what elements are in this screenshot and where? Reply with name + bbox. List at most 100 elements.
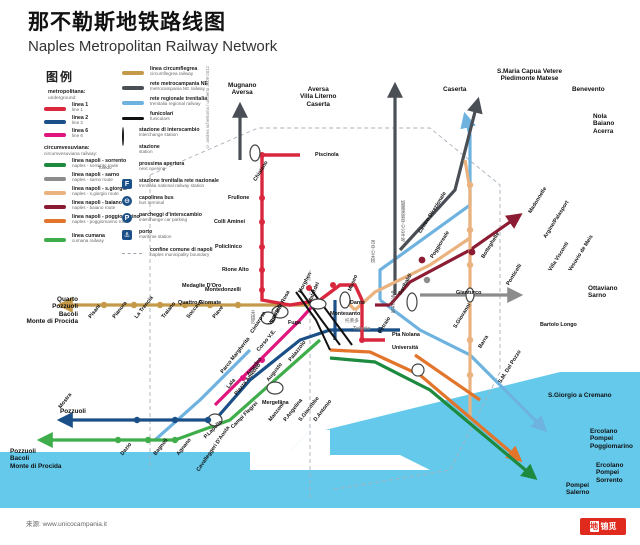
port-icon: ⚓ [122,230,132,240]
source-text: 来源: www.unicocampania.it [26,521,107,528]
legend-item-car-parking[interactable]: P parcheggi d'interscambio interchange c… [122,212,202,224]
station-medaglie-doro: Medaglie D'Oro [182,283,222,289]
station-rione-alto: Rione Alto [222,267,249,273]
station-bartolo-longo: Bartolo Longo [540,322,577,328]
train-station-icon: F [122,179,133,190]
station-colli-aminei: Colli Aminei [214,219,245,225]
station-fuga: Fuga [288,320,301,326]
cumana-swatch [44,238,66,242]
legend-title: 图例 [46,70,75,84]
terminal-mugnano: Mugnano Aversa [228,82,257,97]
line-1-swatch [44,107,66,111]
station-gianturco: Gianturco [456,290,482,296]
terminal-ercolano-poggiomarino: Ercolano Pompei Poggiomarino [590,428,633,450]
terminal-quarto: Quarto Pozzuoli Bacoli Monte di Procida [26,296,78,326]
legend-item-boundary[interactable]: confine comune di napoli naples municipa… [122,247,213,258]
funiculars[interactable] [295,287,353,351]
station-montedonzelli: Montedonzelli [205,287,241,293]
line-cumana[interactable] [36,338,322,448]
legend-item-napoli-sgiorgio[interactable]: linea napoli - s.giorgio naples - s.gior… [44,186,127,197]
napoli-sorrento-swatch [44,163,66,167]
line-napoli-sorrento[interactable] [329,356,538,481]
line-6-swatch [44,133,66,137]
copyright-vertical: © andrea schietroma / umberto 2009-2012 [205,66,210,149]
napoli-sgiorgio-swatch [44,191,66,195]
title-english: Naples Metropolitan Railway Network [28,38,278,55]
station-quattro-giornate: Quattro Giornate [178,300,222,306]
cjk-annotation-2: 加里波第中心火车站 [401,200,406,242]
legend-item-trenitalia-regional[interactable]: rete regionale trenitalia trenitalia reg… [122,96,207,107]
legend-item-interchange-station[interactable]: stazione di interscambio interchange sta… [122,127,200,146]
terminal-pozzuoli-line2: Pozzuoli [60,408,86,415]
legend-item-line-6[interactable]: linea 6 line 6 [44,128,88,139]
terminal-smcv: S.Maria Capua Vetere Piedimonte Matese [497,68,563,83]
line-napoli-sarno[interactable] [350,287,524,332]
legend-group-underground: metropolitana: underground: [48,89,86,101]
terminal-caserta: Caserta [443,86,467,93]
napoli-poggiomarino-swatch [44,219,66,223]
line-1[interactable] [260,153,385,342]
terminal-pompei-salerno: Pompei Salerno [566,482,590,497]
legend-item-station[interactable]: stazione station [122,144,160,156]
legend-item-funiculars[interactable]: funicolari funiculars [122,111,173,122]
metrocampania-swatch [122,86,144,90]
terminal-aversa: Aversa Villa Literno Caserta [300,86,337,108]
station-mergellina: Mergellina [262,400,289,406]
cjk-annotation-1: 市中心天桥 [371,240,376,263]
line-6[interactable] [213,298,320,407]
napoli-baiano-swatch [44,205,66,209]
terminal-pozzuoli-cumana: Pozzuoli Bacoli Monte di Procida [10,448,62,470]
cjk-annotation-4: 天线区 [251,310,256,324]
title-chinese: 那不勒斯地铁路线图 [28,11,226,34]
bus-terminal-icon: ⊖ [122,196,133,207]
interchange-station-icon [122,127,133,146]
legend-item-circumflegrea[interactable]: linea circumflegrea circumflegrea railwa… [122,66,197,77]
page-title-block: 那不勒斯地铁路线图 Naples Metropolitan Railway Ne… [28,10,277,57]
logo-text: 锦觅 [600,522,617,531]
next-opening-icon [122,162,133,173]
legend-item-napoli-baiano[interactable]: linea napoli - baiano naples - baiano ro… [44,200,122,211]
publisher-logo[interactable]: 地 锦觅 [580,518,626,535]
logo-glyph: 地 [589,521,599,532]
legend-item-napoli-poggiomarino[interactable]: linea napoli - poggiomarino naples - pog… [44,214,140,225]
legend-group-circumvesuviana: circumvesuviana: circumvesuviana railway… [44,145,98,157]
terminal-ottaviano: Ottaviano Sarno [588,285,618,300]
cjk-annotation-5: 托莱多 [345,318,359,323]
terminal-sgiorgio-cremano: S.Giorgio a Cremano [548,392,612,399]
legend-item-napoli-sorrento[interactable]: linea napoli - sorrento naples - sorrent… [44,158,126,169]
station-universita: Università [392,345,419,351]
trenitalia-swatch [122,101,144,105]
line-napoli-baiano[interactable] [375,213,523,307]
station-frullone: Frullone [228,195,250,201]
station-montesanto: Montesanto [330,311,361,317]
boundary-icon [122,253,142,254]
station-dots[interactable] [100,144,476,444]
station-dante: Dante [350,300,365,306]
line-napoli-poggiomarino[interactable] [329,348,523,463]
napoli-sarno-swatch [44,177,66,181]
funicular-swatch [122,117,144,120]
legend-item-next-opening[interactable]: prossima apertura next opening [122,161,184,173]
legend-item-line-2[interactable]: linea 2 line 2 [44,115,88,126]
legend-item-line-1[interactable]: linea 1 line 1 [44,102,88,113]
legend-item-port[interactable]: ⚓ porto maritime station [122,229,172,240]
line-metrocampania-ne[interactable] [232,81,483,295]
parking-icon: P [122,213,133,224]
cjk-annotation-3: 中央火车站 [391,290,396,313]
terminal-ercolano-sorrento: Ercolano Pompei Sorrento [596,462,624,484]
legend-item-trenitalia-station[interactable]: F stazione trenitalia rete nazionale tre… [122,178,219,190]
terminal-nola: Nola Baiano Acerra [593,113,615,135]
legend-item-metrocampania-ne[interactable]: rete metrocampania NE metrocampania NE r… [122,81,208,92]
legend-item-cumana[interactable]: linea cumana cumana railway [44,233,105,244]
station-dot-icon [122,145,133,156]
station-policlinico: Policlinico [215,244,242,250]
legend-item-napoli-sarno[interactable]: linea napoli - sarno naples - sarno rout… [44,172,119,183]
legend-item-bus-terminal[interactable]: ⊖ capolinea bus bus terminal [122,195,174,207]
station-toledo: Toledo [353,326,371,332]
station-pta-nolana: Pta Nolana [392,332,420,338]
station-piscinola: Piscinola [315,152,339,158]
circumflegrea-swatch [122,71,144,75]
line-2-swatch [44,120,66,124]
legend-panel: 图例 metropolitana: underground: linea 1 l… [22,62,219,270]
